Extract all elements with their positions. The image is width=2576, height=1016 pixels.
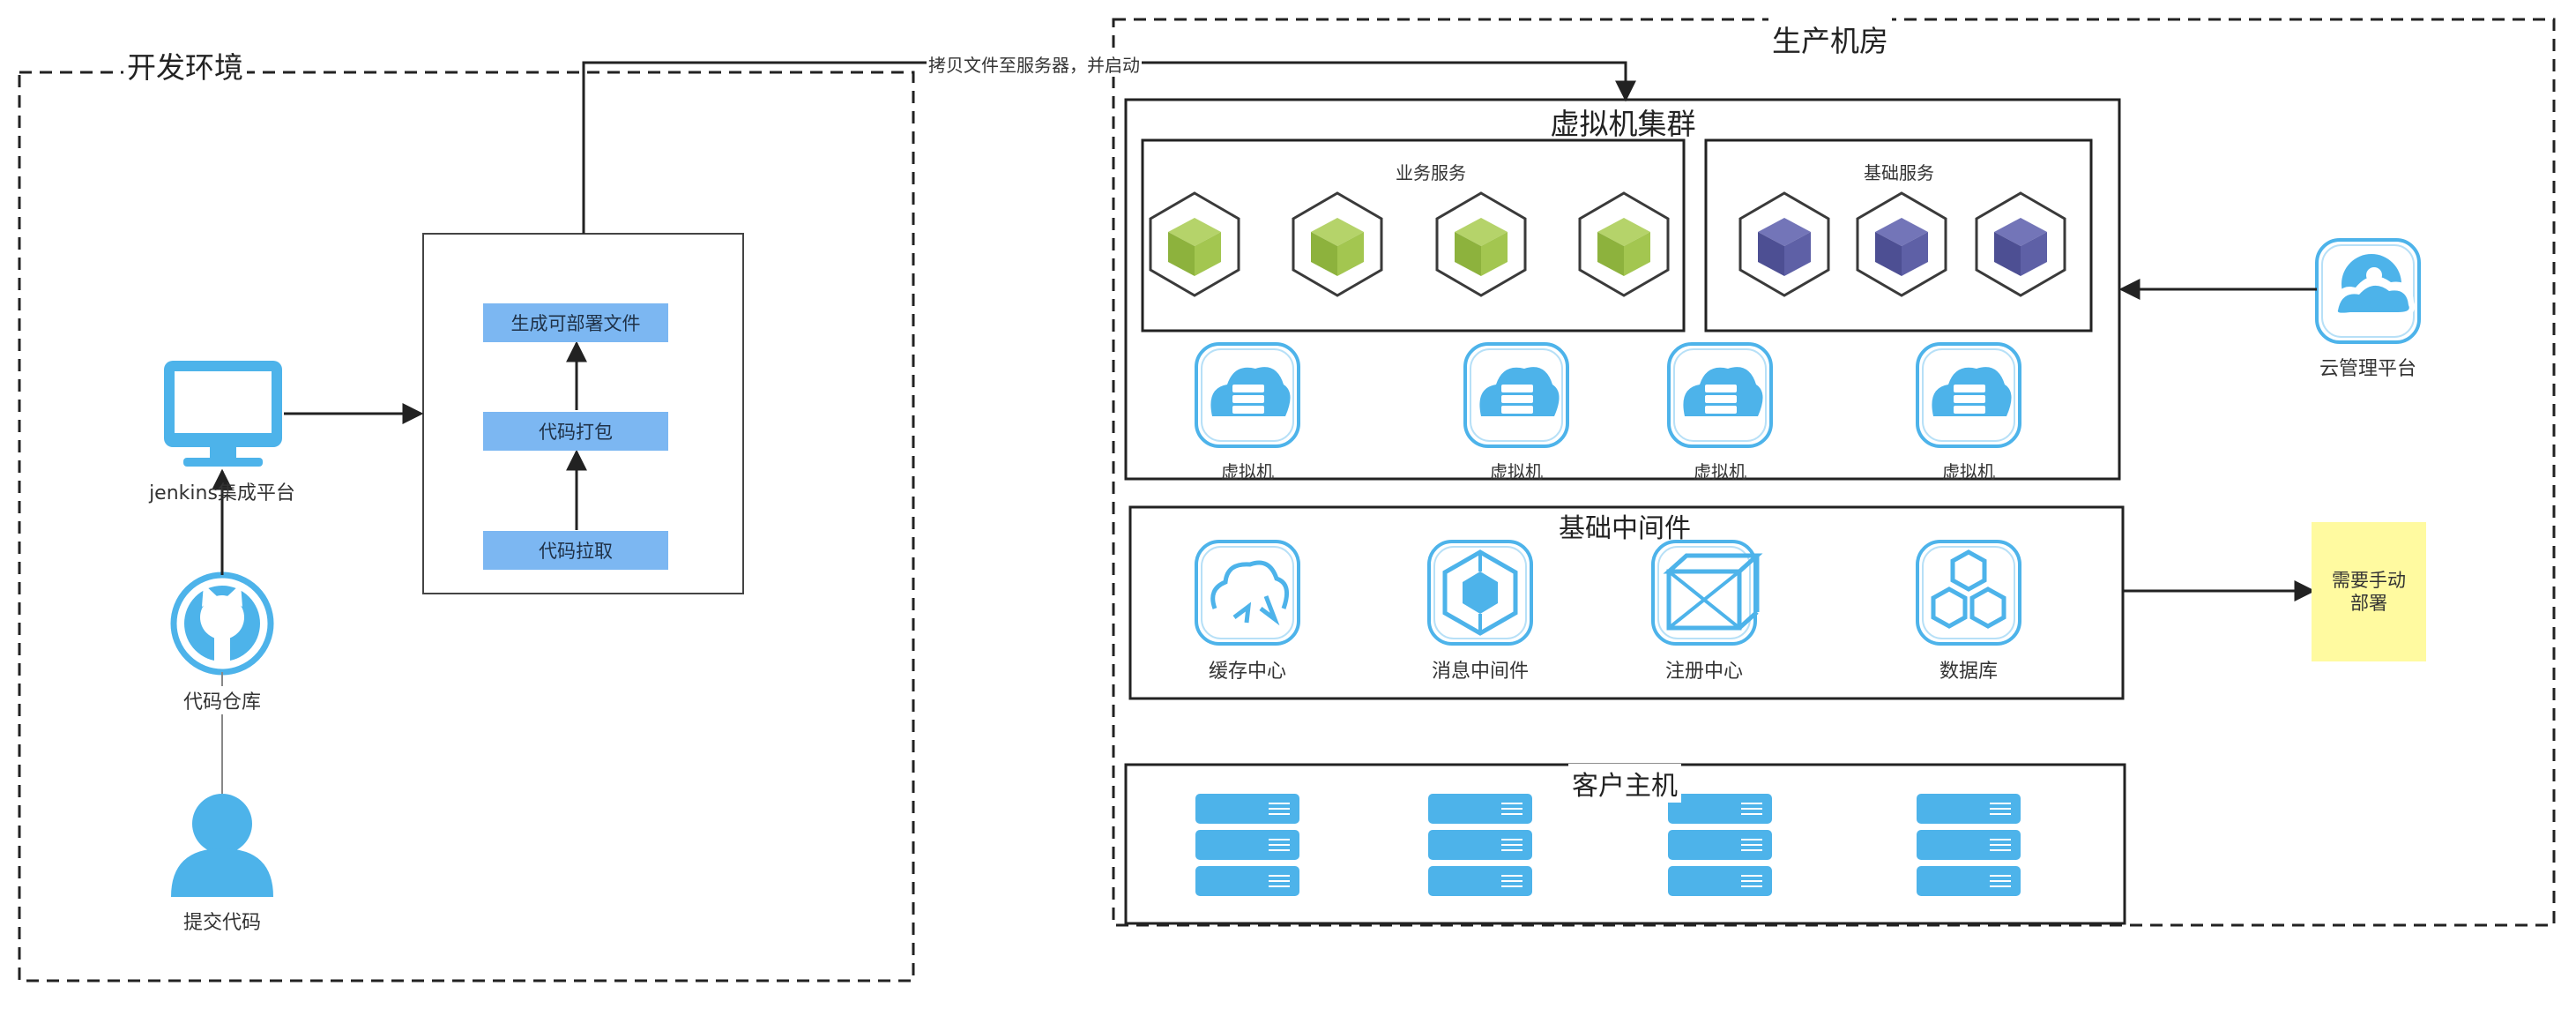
cloud-mgmt-label: 云管理平台 [2319,358,2417,380]
note-line-1: 需要手动 [2332,570,2406,591]
middleware-box [1128,505,2125,700]
vm-label: 虚拟机 [1490,461,1543,482]
github-icon [170,572,274,676]
commit-label: 提交代码 [182,912,262,934]
base-services-box [1704,138,2093,332]
dev-env-frame [18,71,915,982]
prod-env-frame [1112,18,2556,927]
manual-deploy-note: 需要手动部署 [2312,522,2426,661]
base-services-title: 基础服务 [1864,162,1934,183]
repo-label: 代码仓库 [182,686,262,714]
server-icon [1195,794,1299,896]
vm-cluster-title: 虚拟机集群 [1550,107,1696,141]
service-cube-icon [1149,191,1240,297]
server-icon [1917,794,2021,896]
business-services-box [1141,138,1686,332]
business-services-title: 业务服务 [1396,162,1466,183]
middleware-item-mq: 消息中间件 [1431,661,1530,683]
vm-label: 虚拟机 [1942,461,1995,482]
user-icon [171,794,273,897]
vm-cloud-icon [1195,342,1300,448]
server-icon [1668,794,1772,896]
step-package: 代码打包 [483,412,668,451]
base-cube-icon [1856,191,1947,297]
cloud-management-icon [2315,238,2421,344]
database-icon [1916,540,2021,646]
middleware-item-registry: 注册中心 [1664,661,1744,683]
prod-env-title: 生产机房 [1768,18,1892,60]
service-cube-icon [1292,191,1383,297]
vm-cloud-icon [1463,342,1569,448]
middleware-title: 基础中间件 [1559,513,1691,544]
service-cube-icon [1578,191,1670,297]
vm-cloud-icon [1916,342,2021,448]
note-line-2: 部署 [2350,593,2387,614]
step-pull: 代码拉取 [483,531,668,570]
jenkins-label: jenkins集成平台 [149,482,295,504]
monitor-icon [164,361,282,467]
client-hosts-title: 客户主机 [1568,764,1681,803]
base-cube-icon [1738,191,1830,297]
base-cube-icon [1975,191,2066,297]
server-icon [1428,794,1532,896]
middleware-item-db: 数据库 [1939,661,1999,683]
step-generate: 生成可部署文件 [483,303,668,342]
service-cube-icon [1435,191,1527,297]
vm-label: 虚拟机 [1221,461,1274,482]
middleware-item-cache: 缓存中心 [1208,661,1287,683]
cache-center-icon [1195,540,1300,646]
vm-label: 虚拟机 [1694,461,1746,482]
registry-center-icon [1651,540,1763,646]
dev-env-title: 开发环境 [123,44,247,86]
message-middleware-icon [1427,540,1533,646]
copy-edge-label: 拷贝文件至服务器，并启动 [927,51,1142,77]
vm-cloud-icon [1667,342,1773,448]
